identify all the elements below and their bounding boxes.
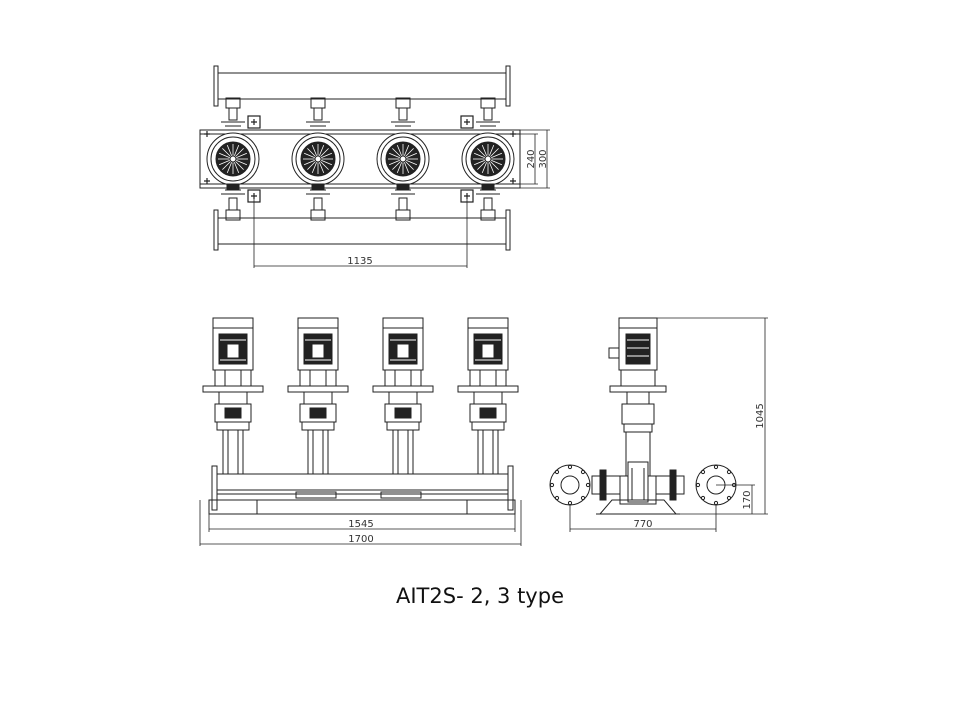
dim-top-300: 300 — [538, 149, 549, 168]
front-base-frame — [208, 491, 516, 515]
side-left-flange — [549, 464, 591, 506]
top-pump-4 — [461, 97, 515, 221]
side-motor — [608, 317, 667, 433]
top-spacing-dimension — [253, 196, 468, 268]
drawing-caption: AIT2S- 2, 3 type — [396, 584, 564, 608]
top-view: 240 300 1135 — [199, 65, 550, 268]
front-pump-4 — [457, 317, 519, 474]
side-dimensions — [569, 317, 768, 532]
dim-front-1545: 1545 — [348, 519, 373, 530]
front-pump-1 — [202, 317, 264, 474]
dim-side-170: 170 — [742, 490, 753, 509]
top-base-frame — [199, 129, 521, 189]
front-pump-3 — [372, 317, 434, 474]
top-anchor-marks — [204, 115, 516, 203]
front-width-dimensions — [199, 500, 522, 546]
top-pump-1 — [206, 97, 260, 221]
top-pump-2 — [291, 97, 345, 221]
top-lower-header-pipe — [213, 209, 511, 251]
front-view: 1545 1700 — [199, 317, 522, 546]
dim-top-240: 240 — [526, 149, 537, 168]
side-view: 1045 170 770 — [549, 317, 768, 532]
dim-side-770: 770 — [633, 519, 652, 530]
dim-side-1045: 1045 — [755, 403, 766, 428]
top-pump-3 — [376, 97, 430, 221]
front-pump-2 — [287, 317, 349, 474]
dim-top-1135: 1135 — [347, 256, 372, 267]
top-height-dimensions — [520, 129, 550, 189]
dim-front-1700: 1700 — [348, 534, 373, 545]
top-upper-header-pipe — [213, 65, 511, 107]
side-fittings — [591, 469, 685, 501]
top-pump-group — [206, 97, 515, 221]
front-pump-group — [202, 317, 519, 474]
side-column — [596, 431, 680, 515]
